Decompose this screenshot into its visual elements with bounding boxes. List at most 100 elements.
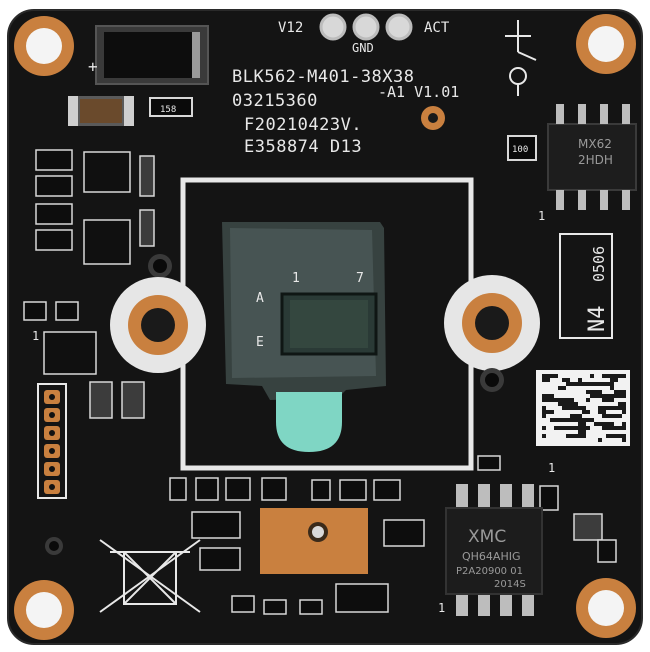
sensor-mark-e: E [256,335,264,350]
qr-cell [594,382,598,386]
board-serial: 03215360 [232,91,318,111]
qr-cell [618,394,622,398]
top-chip-line2: 2HDH [578,153,613,167]
qr-cell [542,414,546,418]
resistor-top-code: 158 [160,105,176,115]
qr-cell [606,382,610,386]
qr-cell [562,378,566,382]
qr-cell [546,374,550,378]
qr-cell [590,418,594,422]
right-label: N4 [585,306,610,333]
qr-cell [542,406,546,410]
qr-cell [574,406,578,410]
qr-cell [542,394,546,398]
pin-one-mark-c: 1 [538,209,545,223]
xmc-flash-chip [445,484,543,616]
qr-cell [578,434,582,438]
qr-cell [550,418,554,422]
qr-cell [602,398,606,402]
qr-cell [618,434,622,438]
qr-cell [598,406,602,410]
qr-cell [542,410,546,414]
pin-one-mark-a: 1 [32,329,39,343]
copper-pad-block [260,508,368,574]
qr-cell [598,438,602,442]
qr-cell [554,426,558,430]
qr-cell [594,422,598,426]
qr-cell [602,394,606,398]
qr-cell [586,398,590,402]
qr-cell [566,434,570,438]
qr-cell [562,418,566,422]
qr-cell [606,398,610,402]
flash-date: 2014S [494,579,526,590]
qr-cell [582,422,586,426]
qr-cell [578,406,582,410]
qr-cell [594,390,598,394]
act-label: ACT [424,20,450,36]
qr-cell [606,426,610,430]
qr-cell [574,418,578,422]
qr-cell [582,418,586,422]
qr-cell [610,378,614,382]
qr-cell [566,406,570,410]
qr-cell [598,390,602,394]
qr-cell [602,410,606,414]
qr-cell [566,426,570,430]
qr-cell [586,418,590,422]
qr-cell [610,382,614,386]
qr-cell [610,406,614,410]
qr-cell [546,394,550,398]
qr-cell [610,434,614,438]
top-right-ic [547,104,637,210]
test-pad-top [421,106,445,130]
weee-bin-icon [99,539,201,613]
qr-cell [582,430,586,434]
board-revision: -A1 V1.01 [378,83,459,101]
qr-cell [550,394,554,398]
qr-cell [542,434,546,438]
qr-cell [558,402,562,406]
qr-cell [622,394,626,398]
qr-cell [562,386,566,390]
qr-cell [606,434,610,438]
qr-cell [582,382,586,386]
qr-cell [546,398,550,402]
smd-resistor-top [149,97,193,117]
flash-brand: XMC [468,527,506,547]
qr-cell [562,402,566,406]
qr-cell [574,414,578,418]
corner-mount-hole-tr [576,14,636,74]
qr-cell [578,418,582,422]
qr-cell [606,422,610,426]
qr-cell [566,418,570,422]
qr-cell [574,382,578,386]
small-via-bottom [45,537,63,555]
qr-cell [610,422,614,426]
qr-cell [562,426,566,430]
qr-cell [586,382,590,386]
qr-cell [570,414,574,418]
smd-resistor-right [507,135,537,161]
qr-cell [562,398,566,402]
v12-label: V12 [278,20,303,36]
power-connector [319,13,413,41]
flash-lot: P2A20900 01 [456,566,523,577]
pin-one-mark-b: 1 [438,601,445,615]
label-box [559,233,613,339]
qr-cell [598,410,602,414]
qr-cell [574,434,578,438]
corner-mount-hole-tl [14,16,74,76]
sensor-mark-7: 7 [356,271,364,286]
qr-cell [558,398,562,402]
qr-cell [618,406,622,410]
qr-cell [562,406,566,410]
qr-cell [570,434,574,438]
qr-cell [610,398,614,402]
qr-cell [550,374,554,378]
qr-cell [618,390,622,394]
qr-cell [566,402,570,406]
smd-diode [95,25,209,85]
qr-cell [574,402,578,406]
